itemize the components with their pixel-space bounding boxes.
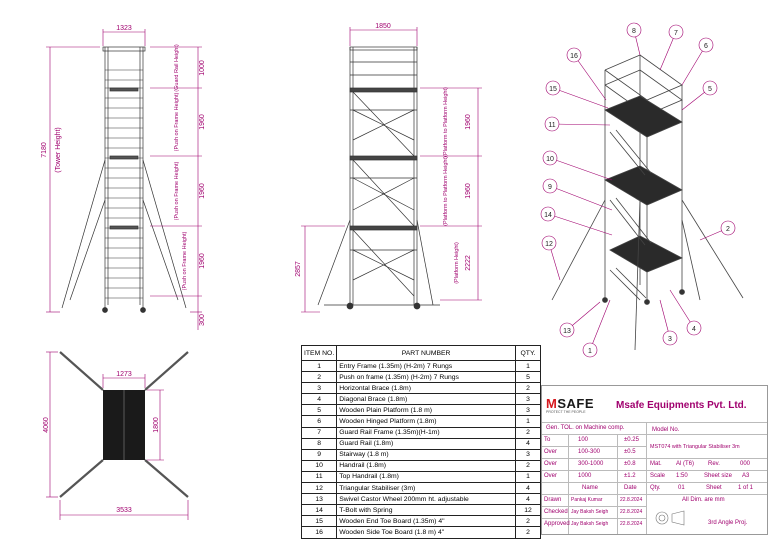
plan-inner-height-text: 1800 (153, 417, 160, 433)
castor-text: 300 (199, 314, 206, 326)
guard-rail-label: (Guard Rail Height) (174, 44, 180, 92)
svg-text:8: 8 (632, 28, 636, 35)
title-block: MSAFE PROTECT THE PEOPLE Msafe Equipment… (541, 385, 768, 535)
balloon-9: 9 (542, 178, 613, 211)
platform-step-text-2: 1960 (199, 183, 206, 199)
front-view (61, 46, 187, 313)
side-view (317, 46, 440, 310)
side-step-text-1: 1960 (465, 114, 472, 130)
svg-text:11: 11 (548, 122, 555, 129)
tower-height-label: (Tower Height) (55, 127, 62, 173)
svg-text:13: 13 (563, 328, 571, 335)
balloon-7: 7 (659, 24, 684, 71)
platform-step-text-3: 1960 (199, 253, 206, 269)
dimension-texts: 1323 1850 1273 3533 4060 1800 7180 (Towe… (41, 23, 472, 514)
side-platform-label-2: (Platform to Platform Height) (443, 156, 449, 226)
side-step-text-2: 1960 (465, 183, 472, 199)
svg-text:14: 14 (544, 212, 552, 219)
side-dimensions (301, 27, 482, 313)
front-dimensions (46, 29, 202, 330)
svg-text:3: 3 (668, 336, 672, 343)
company-name: Msafe Equipments Pvt. Ltd. (616, 400, 747, 411)
push-frame-label-3: (Push on Frame Height) (182, 231, 188, 290)
projection-note: 3rd Angle Proj. (708, 520, 748, 526)
projection-symbol-icon (655, 510, 685, 526)
balloon-16: 16 (566, 47, 607, 101)
model-no-label: Model No. (652, 427, 680, 433)
tower-height-text: 7180 (41, 142, 48, 158)
balloon-3: 3 (659, 299, 678, 346)
balloon-11: 11 (544, 116, 611, 132)
balloon-15: 15 (545, 80, 609, 109)
balloon-14: 14 (540, 206, 613, 236)
svg-text:1: 1 (588, 348, 592, 355)
plan-width-top-text: 1273 (116, 371, 132, 378)
front-width-text: 1323 (116, 25, 132, 32)
svg-text:10: 10 (546, 156, 554, 163)
first-platform-text: 2222 (465, 255, 472, 271)
plan-dimensions (46, 351, 189, 520)
svg-text:7: 7 (674, 30, 678, 37)
svg-text:15: 15 (549, 86, 557, 93)
balloon-5: 5 (681, 80, 718, 111)
push-frame-label-1: (Push on Frame Height) (174, 92, 180, 151)
plan-height-text: 4060 (43, 417, 50, 433)
svg-text:9: 9 (548, 184, 552, 191)
balloon-12: 12 (541, 235, 561, 281)
balloon-10: 10 (542, 150, 613, 181)
side-base-text: 2857 (295, 261, 302, 277)
svg-text:4: 4 (692, 326, 696, 333)
guard-rail-text: 1000 (199, 60, 206, 76)
first-platform-label: (Platform Height) (454, 242, 460, 284)
balloon-callouts: 1 2 3 4 5 6 7 8 9 10 11 12 13 14 15 16 (540, 22, 736, 358)
units-note: All Dim. are mm (682, 497, 725, 503)
plan-width-bottom-text: 3533 (116, 507, 132, 514)
header-item-no: ITEM NO. (300, 345, 338, 361)
plan-view (59, 351, 189, 498)
balloon-13: 13 (559, 301, 601, 338)
balloon-1: 1 (582, 299, 611, 358)
balloon-2: 2 (699, 220, 736, 241)
side-platform-label-1: (Platform to Platform Height) (443, 87, 449, 157)
push-frame-label-2: (Push on Frame Height) (174, 161, 180, 220)
side-width-text: 1850 (375, 23, 391, 30)
company-logo: MSAFE PROTECT THE PEOPLE (546, 396, 595, 414)
svg-text:5: 5 (708, 86, 712, 93)
header-qty: QTY. (515, 345, 541, 361)
balloon-4: 4 (669, 289, 702, 336)
header-part-number: PART NUMBER (336, 345, 516, 361)
svg-text:2: 2 (726, 226, 730, 233)
platform-step-text-1: 1960 (199, 114, 206, 130)
balloon-8: 8 (626, 22, 642, 56)
svg-text:16: 16 (570, 53, 578, 60)
svg-text:6: 6 (704, 43, 708, 50)
isometric-view (551, 54, 744, 351)
balloon-6: 6 (681, 37, 714, 86)
svg-text:12: 12 (545, 241, 553, 248)
model-no-value: MST074 with Triangular Stabiliser 3m (650, 444, 740, 450)
parts-table-header: ITEM NO. PART NUMBER QTY. (300, 345, 541, 361)
gen-tol-label: Gen. TOL. on Machine comp. (546, 425, 625, 431)
